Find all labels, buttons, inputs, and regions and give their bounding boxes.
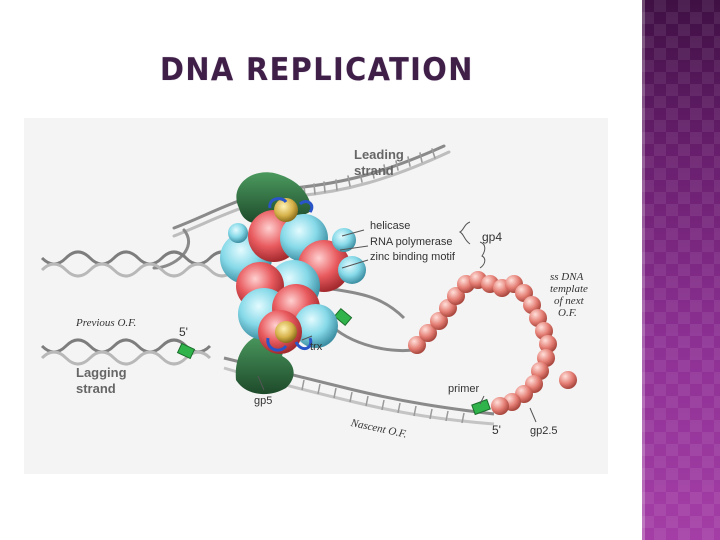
dna-replication-diagram: Leading strand helicase RNA polymerase z… — [24, 118, 608, 474]
label-leading-strand-1: Leading — [354, 148, 404, 161]
label-ssdna-4: O.F. — [558, 308, 577, 319]
label-lagging-strand-2: strand — [76, 382, 116, 395]
decorative-side-bar — [642, 0, 720, 540]
primer-left — [178, 344, 195, 359]
label-trx: trx — [310, 342, 322, 353]
label-gp5: gp5 — [254, 396, 272, 407]
label-zinc-binding-motif: zinc binding motif — [370, 252, 455, 263]
label-ssdna-3: of next — [554, 296, 584, 307]
label-ssdna-2: template — [550, 284, 588, 295]
label-previous-of: Previous O.F. — [76, 318, 136, 329]
label-ssdna-1: ss DNA — [550, 272, 583, 283]
label-five-prime-right: 5' — [492, 424, 501, 436]
label-lagging-strand-1: Lagging — [76, 366, 127, 379]
label-leading-strand-2: strand — [354, 164, 394, 177]
label-primer: primer — [448, 384, 479, 395]
label-rna-polymerase: RNA polymerase — [370, 237, 453, 248]
label-helicase: helicase — [370, 221, 410, 232]
diagram-artwork — [24, 118, 608, 474]
slide-title: DNA REPLICATION — [160, 52, 474, 88]
label-five-prime-left: 5' — [179, 326, 188, 338]
label-gp4: gp4 — [482, 231, 502, 243]
label-gp25: gp2.5 — [530, 426, 558, 437]
